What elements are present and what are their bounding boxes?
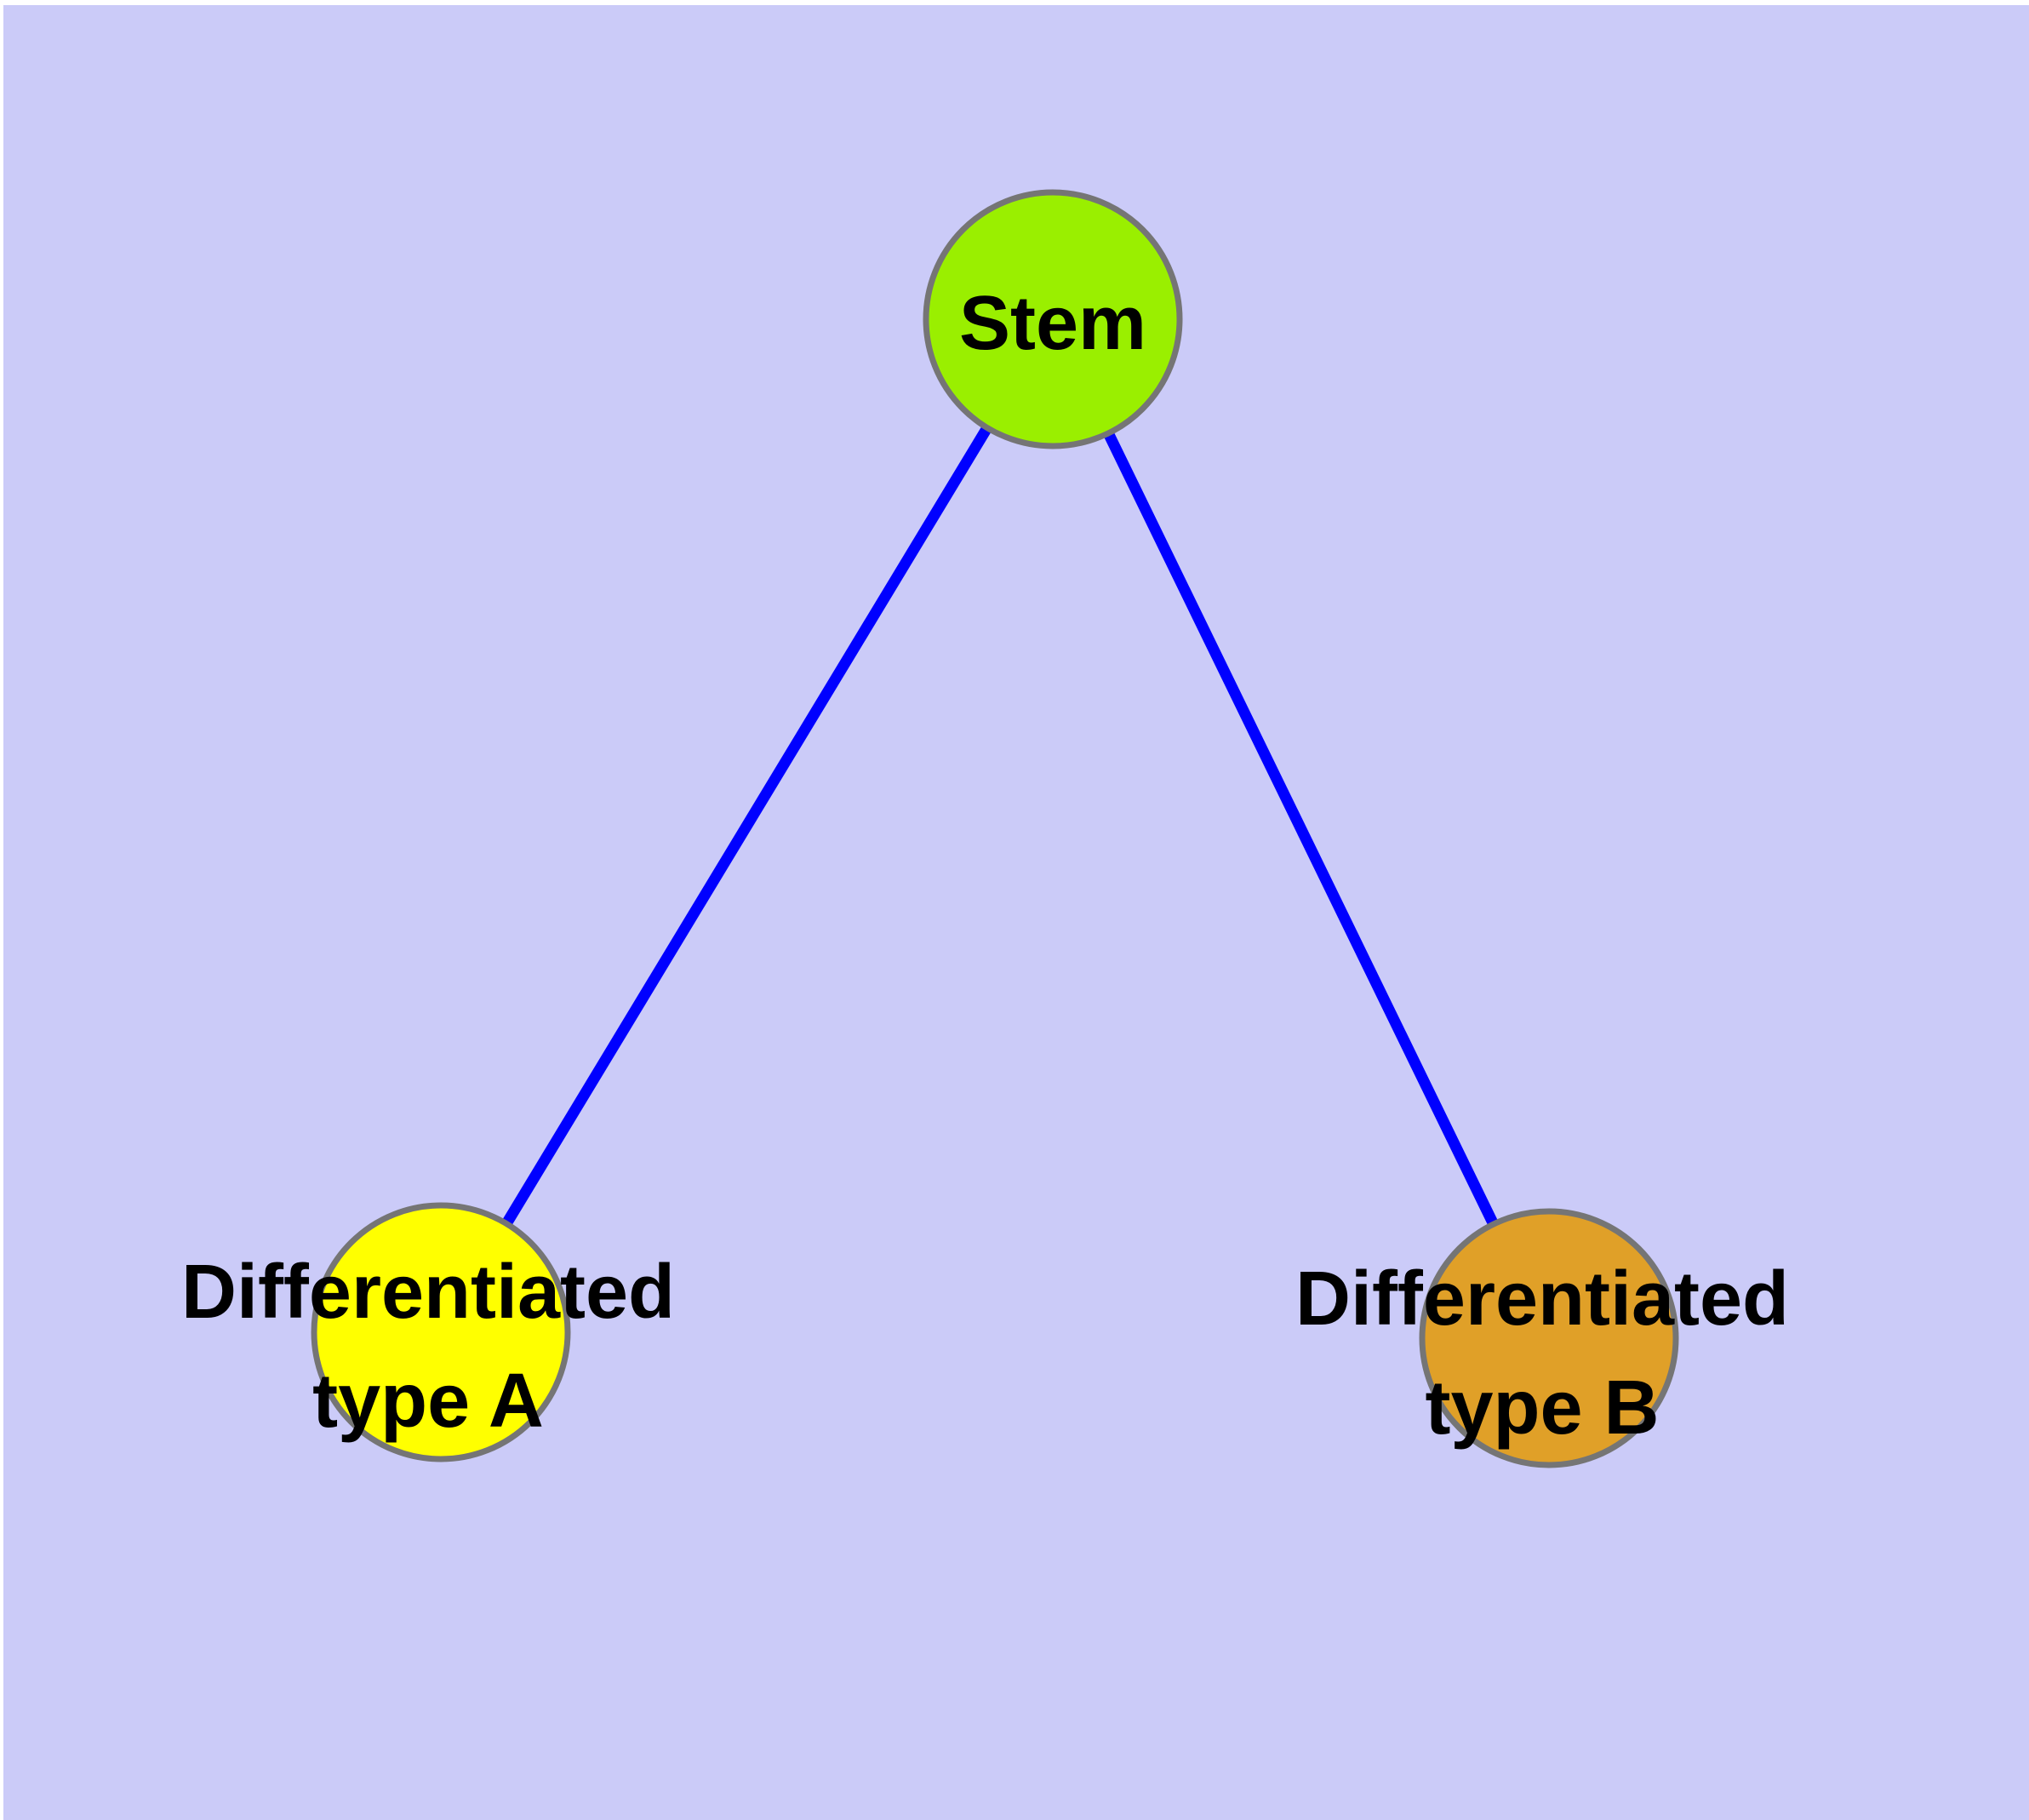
node-type-b-border <box>1419 1208 1679 1468</box>
node-type-a-border <box>311 1202 571 1462</box>
edge-stem-to-type-b <box>1048 317 1554 1341</box>
node-type-b-label-line2: type B <box>1425 1365 1659 1451</box>
node-type-a-label-line2: type A <box>312 1359 544 1444</box>
node-type-a-label-line1: Differentiated <box>181 1250 675 1335</box>
node-type-b-label-line1: Differentiated <box>1295 1256 1789 1342</box>
node-stem-label: Stem <box>959 281 1146 366</box>
node-stem <box>926 192 1180 446</box>
node-stem-border <box>923 189 1183 449</box>
edge-stem-to-type-a <box>436 316 1058 1336</box>
node-type-a <box>314 1205 568 1459</box>
node-type-b <box>1422 1211 1676 1465</box>
